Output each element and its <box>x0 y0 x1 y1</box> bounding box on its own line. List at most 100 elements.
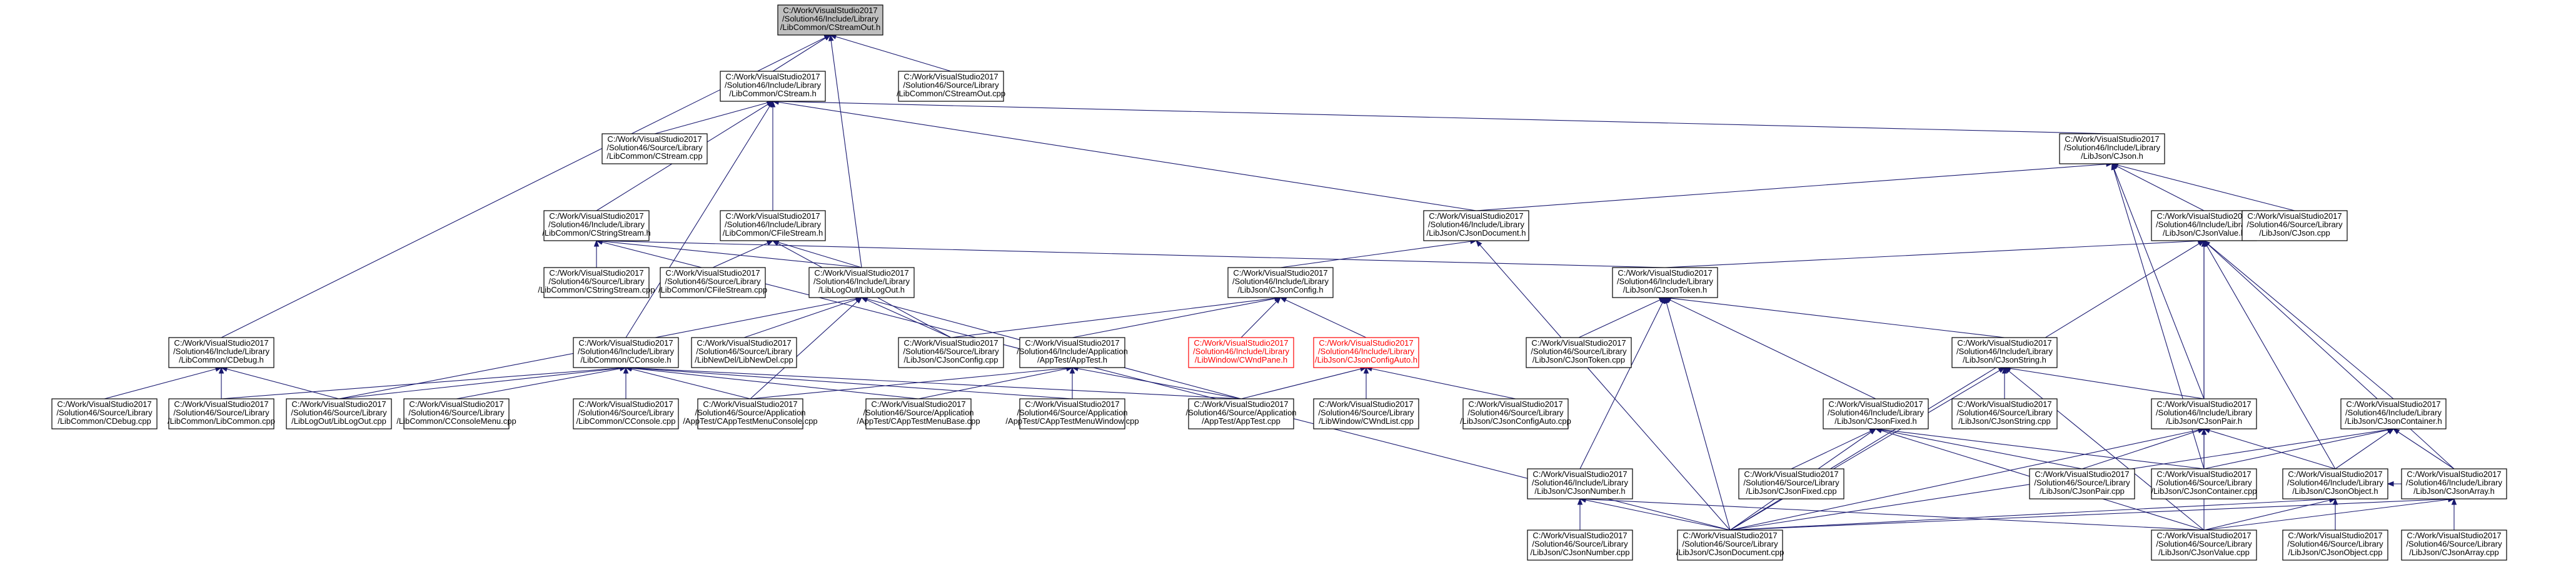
graph-node-n19[interactable]: C:/Work/VisualStudio2017/Solution46/Incl… <box>1017 337 1128 368</box>
graph-node-n39[interactable]: C:/Work/VisualStudio2017/Solution46/Incl… <box>1527 468 1633 499</box>
graph-node-n0[interactable]: C:/Work/VisualStudio2017/Solution46/Incl… <box>777 4 883 36</box>
node-label-line: /Solution46/Source/Library <box>1532 539 1628 549</box>
node-label-line: C:/Work/VisualStudio2017 <box>409 399 503 409</box>
edge-n14-n23 <box>1664 295 2005 338</box>
node-label-line: /Solution46/Source/Library <box>1531 347 1627 356</box>
graph-node-n11[interactable]: C:/Work/VisualStudio2017/Solution46/Sour… <box>658 267 767 298</box>
graph-node-n44[interactable]: C:/Work/VisualStudio2017/Solution46/Incl… <box>2401 468 2507 499</box>
edge-n1-n6 <box>770 100 776 211</box>
graph-node-n26[interactable]: C:/Work/VisualStudio2017/Solution46/Sour… <box>286 398 392 429</box>
graph-node-n18[interactable]: C:/Work/VisualStudio2017/Solution46/Sour… <box>898 337 1004 368</box>
node-label-line: /LibCommon/CConsole.cpp <box>576 416 676 426</box>
graph-node-n25[interactable]: C:/Work/VisualStudio2017/Solution46/Sour… <box>168 398 275 429</box>
edge-n4-n7 <box>1476 161 2113 211</box>
graph-node-n3[interactable]: C:/Work/VisualStudio2017/Solution46/Sour… <box>601 133 708 164</box>
node-label-line: /Solution46/Include/Library <box>1232 277 1329 286</box>
node-label-line: C:/Work/VisualStudio2017 <box>697 338 791 348</box>
graph-node-n34[interactable]: C:/Work/VisualStudio2017/Solution46/Sour… <box>1460 398 1571 429</box>
graph-node-n23[interactable]: C:/Work/VisualStudio2017/Solution46/Incl… <box>1951 337 2058 368</box>
graph-node-n28[interactable]: C:/Work/VisualStudio2017/Solution46/Sour… <box>573 398 679 429</box>
graph-node-n5[interactable]: C:/Work/VisualStudio2017/Solution46/Incl… <box>542 210 651 241</box>
edge-n38-n44 <box>2392 428 2455 469</box>
graph-node-n49[interactable]: C:/Work/VisualStudio2017/Solution46/Sour… <box>2401 529 2507 561</box>
graph-node-n42[interactable]: C:/Work/VisualStudio2017/Solution46/Sour… <box>2151 468 2257 499</box>
graph-node-n20[interactable]: C:/Work/VisualStudio2017/Solution46/Incl… <box>1188 337 1294 368</box>
graph-node-n27[interactable]: C:/Work/VisualStudio2017/Solution46/Sour… <box>396 398 516 429</box>
node-label-line: C:/Work/VisualStudio2017 <box>549 211 643 221</box>
node-box <box>898 71 1004 102</box>
graph-node-n14[interactable]: C:/Work/VisualStudio2017/Solution46/Incl… <box>1612 267 1718 298</box>
graph-node-n9[interactable]: C:/Work/VisualStudio2017/Solution46/Sour… <box>2241 210 2348 241</box>
node-box <box>1526 337 1632 368</box>
node-label-line: /LibCommon/CStreamOut.h <box>780 23 880 32</box>
node-label-line: /LibJson/CJsonValue.h <box>2163 228 2245 238</box>
graph-node-n2[interactable]: C:/Work/VisualStudio2017/Solution46/Sour… <box>897 71 1005 102</box>
graph-node-n1[interactable]: C:/Work/VisualStudio2017/Solution46/Incl… <box>720 71 826 102</box>
node-label-line: C:/Work/VisualStudio2017 <box>1319 399 1413 409</box>
graph-node-n17[interactable]: C:/Work/VisualStudio2017/Solution46/Sour… <box>691 337 797 368</box>
arrowhead <box>2197 240 2205 246</box>
arrowhead <box>2111 163 2116 171</box>
graph-node-n41[interactable]: C:/Work/VisualStudio2017/Solution46/Sour… <box>2029 468 2135 499</box>
graph-node-n7[interactable]: C:/Work/VisualStudio2017/Solution46/Incl… <box>1423 210 1529 241</box>
node-label-line: C:/Work/VisualStudio2017 <box>2288 469 2382 479</box>
graph-node-n37[interactable]: C:/Work/VisualStudio2017/Solution46/Incl… <box>2151 398 2257 429</box>
edge-n23-n46 <box>2003 367 2205 531</box>
arrowhead <box>218 366 224 374</box>
edge-line <box>1579 498 2205 531</box>
node-label-line: /LibJson/CJsonConfigAuto.cpp <box>1460 416 1571 426</box>
node-label-line: C:/Work/VisualStudio2017 <box>1532 531 1627 540</box>
edge-n5-n10 <box>593 239 600 268</box>
graph-node-n6[interactable]: C:/Work/VisualStudio2017/Solution46/Incl… <box>720 210 826 241</box>
graph-node-n48[interactable]: C:/Work/VisualStudio2017/Solution46/Sour… <box>2282 529 2388 561</box>
node-box <box>2151 398 2257 429</box>
node-label-line: /Solution46/Include/Library <box>1828 408 1924 418</box>
node-label-line: C:/Work/VisualStudio2017 <box>2156 211 2251 221</box>
graph-node-n32[interactable]: C:/Work/VisualStudio2017/Solution46/Sour… <box>1185 398 1297 429</box>
graph-node-n12[interactable]: C:/Work/VisualStudio2017/Solution46/Incl… <box>808 267 915 298</box>
graph-node-n22[interactable]: C:/Work/VisualStudio2017/Solution46/Sour… <box>1526 337 1632 368</box>
graph-node-n15[interactable]: C:/Work/VisualStudio2017/Solution46/Incl… <box>168 337 274 368</box>
node-label-line: /Solution46/Source/Library <box>2287 539 2383 549</box>
graph-node-n46[interactable]: C:/Work/VisualStudio2017/Solution46/Sour… <box>2151 529 2257 561</box>
graph-node-n4[interactable]: C:/Work/VisualStudio2017/Solution46/Incl… <box>2059 133 2165 164</box>
graph-node-n13[interactable]: C:/Work/VisualStudio2017/Solution46/Incl… <box>1227 267 1334 298</box>
node-label-line: /LibJson/CJsonContainer.h <box>2345 416 2442 426</box>
graph-node-n40[interactable]: C:/Work/VisualStudio2017/Solution46/Sour… <box>1738 468 1844 499</box>
edge-n13-n21 <box>1279 297 1367 338</box>
node-label-line: C:/Work/VisualStudio2017 <box>1319 338 1413 348</box>
graph-node-n38[interactable]: C:/Work/VisualStudio2017/Solution46/Incl… <box>2340 398 2447 429</box>
graph-node-n47[interactable]: C:/Work/VisualStudio2017/Solution46/Sour… <box>1527 529 1633 561</box>
graph-node-n43[interactable]: C:/Work/VisualStudio2017/Solution46/Incl… <box>2282 468 2388 499</box>
edge-n1-n3 <box>654 100 774 134</box>
graph-node-n35[interactable]: C:/Work/VisualStudio2017/Solution46/Incl… <box>1823 398 1929 429</box>
node-box <box>2151 468 2257 499</box>
edge-line <box>596 240 1666 268</box>
node-label-line: /Solution46/Source/Library <box>1956 408 2053 418</box>
edge-line <box>625 367 1073 399</box>
arrowhead <box>2392 428 2400 434</box>
node-box <box>1227 267 1334 298</box>
node-label-line: C:/Work/VisualStudio2017 <box>871 399 965 409</box>
edge-line <box>625 367 1242 399</box>
node-label-line: C:/Work/VisualStudio2017 <box>2156 399 2251 409</box>
graph-node-n16[interactable]: C:/Work/VisualStudio2017/Solution46/Incl… <box>573 337 679 368</box>
graph-node-n24[interactable]: C:/Work/VisualStudio2017/Solution46/Sour… <box>51 398 158 429</box>
node-label-line: /LibJson/CJsonToken.h <box>1623 285 1707 294</box>
graph-node-n31[interactable]: C:/Work/VisualStudio2017/Solution46/Sour… <box>1005 398 1139 429</box>
graph-node-n8[interactable]: C:/Work/VisualStudio2017/Solution46/Incl… <box>2151 210 2257 241</box>
graph-node-n30[interactable]: C:/Work/VisualStudio2017/Solution46/Sour… <box>857 398 980 429</box>
graph-node-n21[interactable]: C:/Work/VisualStudio2017/Solution46/Incl… <box>1313 337 1419 368</box>
graph-node-n36[interactable]: C:/Work/VisualStudio2017/Solution46/Sour… <box>1951 398 2058 429</box>
edge-line <box>772 101 2113 134</box>
edge-n4-n9 <box>2111 163 2295 211</box>
graph-node-n45[interactable]: C:/Work/VisualStudio2017/Solution46/Sour… <box>1676 529 1784 561</box>
graph-node-n29[interactable]: C:/Work/VisualStudio2017/Solution46/Sour… <box>683 398 818 429</box>
node-label-line: /Solution46/Source/Library <box>408 408 505 418</box>
edge-line <box>861 297 952 338</box>
arrowhead <box>2201 428 2207 435</box>
edge-n8-n44 <box>2203 240 2455 469</box>
node-label-line: /LibJson/CJsonNumber.cpp <box>1531 548 1630 557</box>
graph-node-n33[interactable]: C:/Work/VisualStudio2017/Solution46/Sour… <box>1313 398 1419 429</box>
graph-node-n10[interactable]: C:/Work/VisualStudio2017/Solution46/Sour… <box>538 267 655 298</box>
